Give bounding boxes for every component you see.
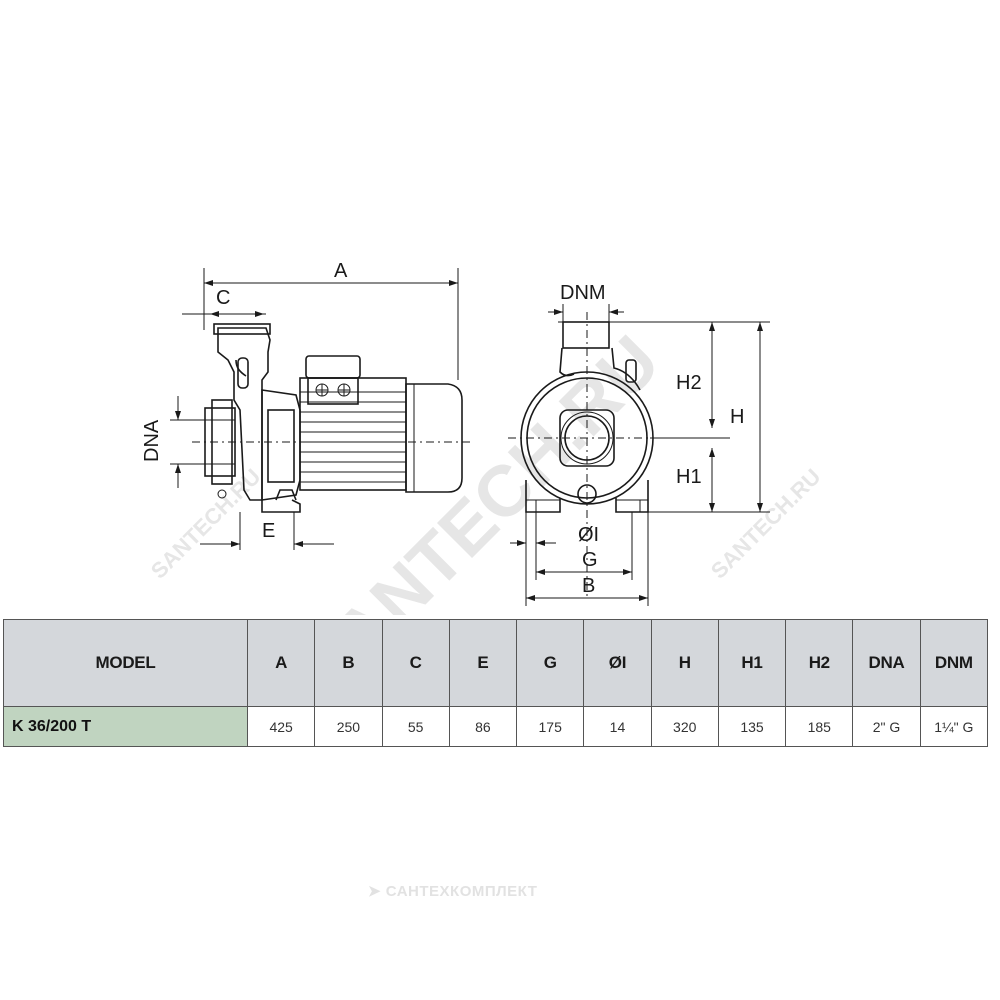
motor-fins [300,391,406,483]
dim-label-h: H [730,406,744,428]
side-view-dimensions: A C DNA E [141,260,459,550]
header-b: B [314,619,383,707]
cell-dnm: 1¼" G [919,706,989,747]
header-model: MODEL [3,619,248,707]
footer-logo-text: САНТЕХКОМПЛЕКТ [385,883,538,900]
cell-model: K 36/200 T [3,706,248,747]
watermark-small-left: SANTECH.RU [146,464,266,584]
header-g: G [516,619,585,707]
footer-logo: ➤ САНТЕХКОМПЛЕКТ [368,882,537,900]
dim-label-b: B [582,575,595,597]
pump-dimension-drawing: SANTECH.RU SANTECH.RU SANTECH.RU [141,260,826,615]
dim-label-h1: H1 [676,466,702,488]
header-e: E [448,619,518,707]
front-view-dimensions: DNM H2 H1 H ØI G B [510,282,770,606]
dim-label-c: C [216,287,230,309]
watermark-small-right: SANTECH.RU [706,464,826,584]
cell-h2: 185 [785,706,854,747]
dim-label-oi: ØI [578,524,599,546]
header-h1: H1 [717,619,787,707]
dim-label-dnm: DNM [560,282,606,304]
cell-dna: 2" G [852,706,921,747]
header-oi: ØI [583,619,652,707]
cell-h1: 135 [717,706,787,747]
dimensions-table: MODEL A B C E G ØI H H1 H2 DNA DNM K 36/… [3,619,989,747]
pump-side-view [192,323,470,513]
cell-oi: 14 [583,706,652,747]
table-row: K 36/200 T 425 250 55 86 175 14 320 135 … [3,706,989,747]
cell-b: 250 [314,706,383,747]
table-header-row: MODEL A B C E G ØI H H1 H2 DNA DNM [3,619,989,707]
header-dna: DNA [852,619,921,707]
dim-label-g: G [582,549,598,571]
header-a: A [246,619,316,707]
dim-label-a: A [334,260,348,282]
watermark-main: SANTECH.RU [285,321,675,615]
cell-e: 86 [448,706,518,747]
dim-label-h2: H2 [676,372,702,394]
cell-g: 175 [516,706,585,747]
pump-front-view [508,312,670,600]
cell-h: 320 [650,706,719,747]
dim-label-e: E [262,520,275,542]
cell-a: 425 [246,706,316,747]
cell-c: 55 [381,706,450,747]
header-h: H [650,619,719,707]
logo-mark-icon: ➤ [368,883,382,900]
header-c: C [381,619,450,707]
header-dnm: DNM [919,619,989,707]
header-h2: H2 [785,619,854,707]
dim-label-dna: DNA [141,419,163,462]
